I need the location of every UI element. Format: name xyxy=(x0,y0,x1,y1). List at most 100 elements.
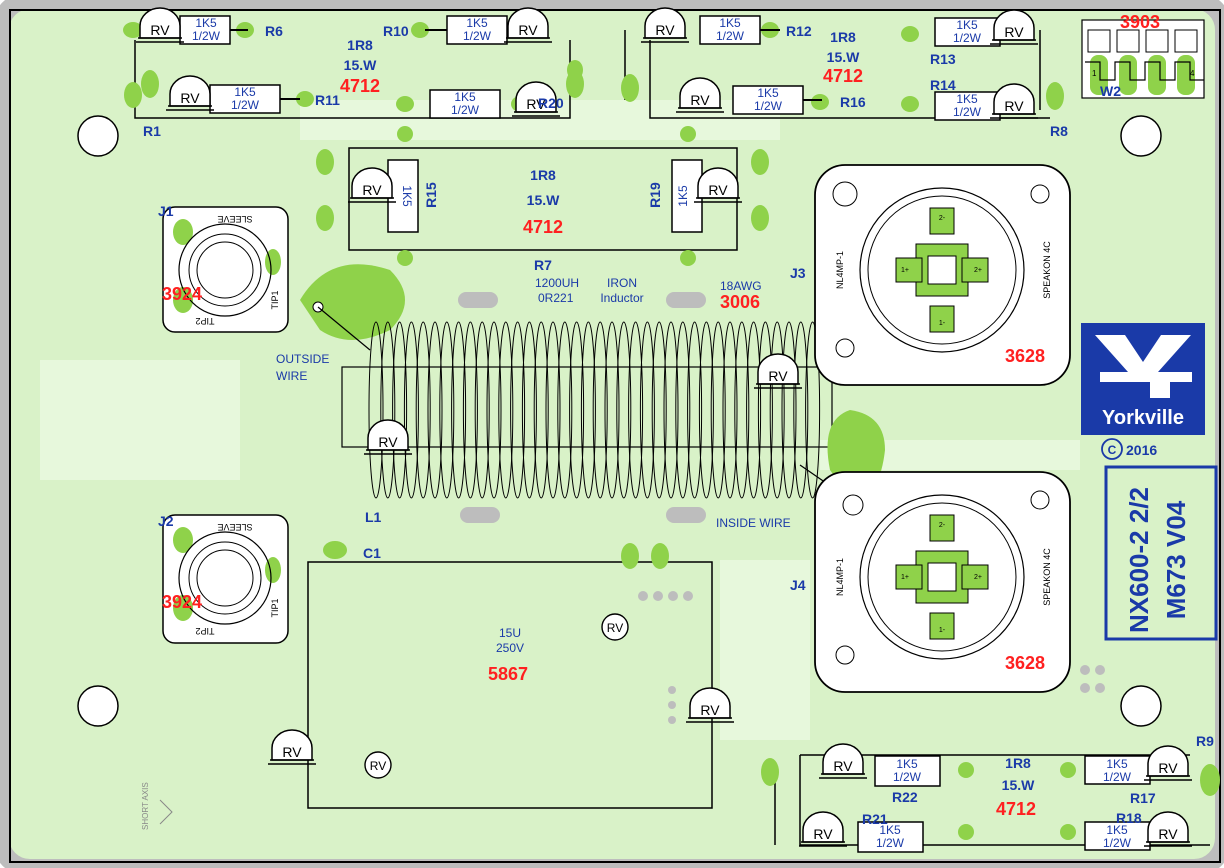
coil-winding xyxy=(392,321,408,499)
j1-tip1: TIP1 xyxy=(270,290,280,309)
j4-pin1m: 1- xyxy=(939,627,946,634)
group-c-part: 4712 xyxy=(523,217,563,237)
coil-winding xyxy=(698,321,714,499)
j3-part: 3628 xyxy=(1005,346,1045,366)
r13-ref: R13 xyxy=(930,51,956,67)
r1-ref: R1 xyxy=(143,123,161,139)
r21-power: 1/2W xyxy=(876,836,905,850)
r18-value: 1K5 xyxy=(1106,823,1128,837)
j2-ref: J2 xyxy=(158,513,174,529)
r7-ref: R7 xyxy=(534,257,552,273)
group-br-value: 1R8 xyxy=(1005,755,1031,771)
coil-winding xyxy=(569,321,585,499)
rv-mark-label: RV xyxy=(378,434,398,450)
coil-winding xyxy=(675,321,691,499)
group-c-value: 1R8 xyxy=(530,167,556,183)
rv-mark-label: RV xyxy=(370,759,386,773)
group-c-power: 15.W xyxy=(527,192,560,208)
jack-j1: J1 3924 SLEEVE TIP2 TIP1 xyxy=(158,203,289,333)
coil-winding xyxy=(628,321,644,499)
coil-winding xyxy=(439,321,455,499)
r13-value: 1K5 xyxy=(956,18,978,32)
l1-type-2: Inductor xyxy=(600,291,643,305)
r11-power: 1/2W xyxy=(231,98,260,112)
mounting-holes xyxy=(77,115,1162,727)
l1-part: 3006 xyxy=(720,292,760,312)
coil-winding xyxy=(746,321,762,499)
j3-pin2p: 2+ xyxy=(974,267,982,274)
w2-pin1: 1 xyxy=(1092,69,1097,78)
j3-model: NL4MP-1 xyxy=(835,251,845,289)
r14-power: 1/2W xyxy=(953,105,982,119)
r18-power: 1/2W xyxy=(1103,836,1132,850)
resistor-block-top-right: 1K5 1/2W RV R12 1K5 1/2W RV R16 1K5 1/2W… xyxy=(567,7,1068,139)
group-tr-value: 1R8 xyxy=(830,29,856,45)
r22-ref: R22 xyxy=(892,789,918,805)
coil-winding xyxy=(415,321,431,499)
rv-mark-label: RV xyxy=(362,182,382,198)
coil-winding xyxy=(474,321,490,499)
short-axis-label: SHORT AXIS xyxy=(141,782,150,830)
jack-j2: J2 3924 SLEEVE TIP2 TIP1 xyxy=(158,513,289,644)
coil-winding xyxy=(734,321,750,499)
resistor-block-bottom-right: 1K5 1/2W RV R22 1K5 1/2W RV R21 1K5 1/2W… xyxy=(668,665,1220,853)
j4-pin2p: 2+ xyxy=(974,574,982,581)
l1-resistance: 0R221 xyxy=(538,291,574,305)
j4-model: NL4MP-1 xyxy=(835,558,845,596)
r16-ref: R16 xyxy=(840,94,866,110)
rv-mark-label: RV xyxy=(708,182,728,198)
c1-value: 15U xyxy=(499,626,521,640)
r16-value: 1K5 xyxy=(757,86,779,100)
c1-part: 5867 xyxy=(488,664,528,684)
rv-mark-label: RV xyxy=(768,368,788,384)
coil-winding xyxy=(451,321,467,499)
l1-value: 1200UH xyxy=(535,276,579,290)
r19-ref: R19 xyxy=(647,182,663,208)
group-tr-power: 15.W xyxy=(827,49,860,65)
j2-part: 3924 xyxy=(162,592,202,612)
coil-winding xyxy=(604,321,620,499)
group-br-power: 15.W xyxy=(1002,777,1035,793)
inside-wire: INSIDE WIRE xyxy=(716,516,791,530)
r12-ref: R12 xyxy=(786,23,812,39)
coil-winding xyxy=(498,321,514,499)
coil-winding xyxy=(580,321,596,499)
resistor-block-center: 1K5 RV R15 1K5 RV R19 1R8 15.W 4712 R7 xyxy=(316,126,769,273)
rv-mark-label: RV xyxy=(282,744,302,760)
rv-mark-label: RV xyxy=(655,22,675,38)
l1-wire-gauge: 18AWG xyxy=(720,279,762,293)
w2-part: 3903 xyxy=(1120,12,1160,32)
outside-wire-2: WIRE xyxy=(276,369,307,383)
l1-ref: L1 xyxy=(365,509,382,525)
j2-tip1: TIP1 xyxy=(270,598,280,617)
coil-winding xyxy=(639,321,655,499)
board-title: NX600-2 2/2 M673 V04 xyxy=(1104,465,1218,641)
r16-power: 1/2W xyxy=(754,99,783,113)
short-axis-marker: SHORT AXIS xyxy=(141,782,173,830)
r20-value: 1K5 xyxy=(454,90,476,104)
coil-winding xyxy=(403,321,419,499)
logo-text: Yorkville xyxy=(1102,407,1184,429)
r13-power: 1/2W xyxy=(953,31,982,45)
r21-ref: R21 xyxy=(862,811,888,827)
coil-winding xyxy=(781,321,797,499)
c1-ref: C1 xyxy=(363,545,381,561)
coil-winding xyxy=(663,321,679,499)
r8-ref: R8 xyxy=(1050,123,1068,139)
r6-value: 1K5 xyxy=(195,16,217,30)
r10-value: 1K5 xyxy=(466,16,488,30)
j2-sleeve: SLEEVE xyxy=(217,522,252,532)
group-br-part: 4712 xyxy=(996,799,1036,819)
rv-mark-label: RV xyxy=(150,22,170,38)
coil-winding xyxy=(486,321,502,499)
w2-pin4: 4 xyxy=(1190,69,1195,78)
coil-winding xyxy=(427,321,443,499)
rv-mark-label: RV xyxy=(180,90,200,106)
r9-ref: R9 xyxy=(1196,733,1214,749)
j2-tip2: TIP2 xyxy=(195,626,214,636)
coil-winding xyxy=(710,321,726,499)
r18-ref: R18 xyxy=(1116,810,1142,826)
r10-power: 1/2W xyxy=(463,29,492,43)
title-line-2: M673 V04 xyxy=(1161,500,1191,619)
